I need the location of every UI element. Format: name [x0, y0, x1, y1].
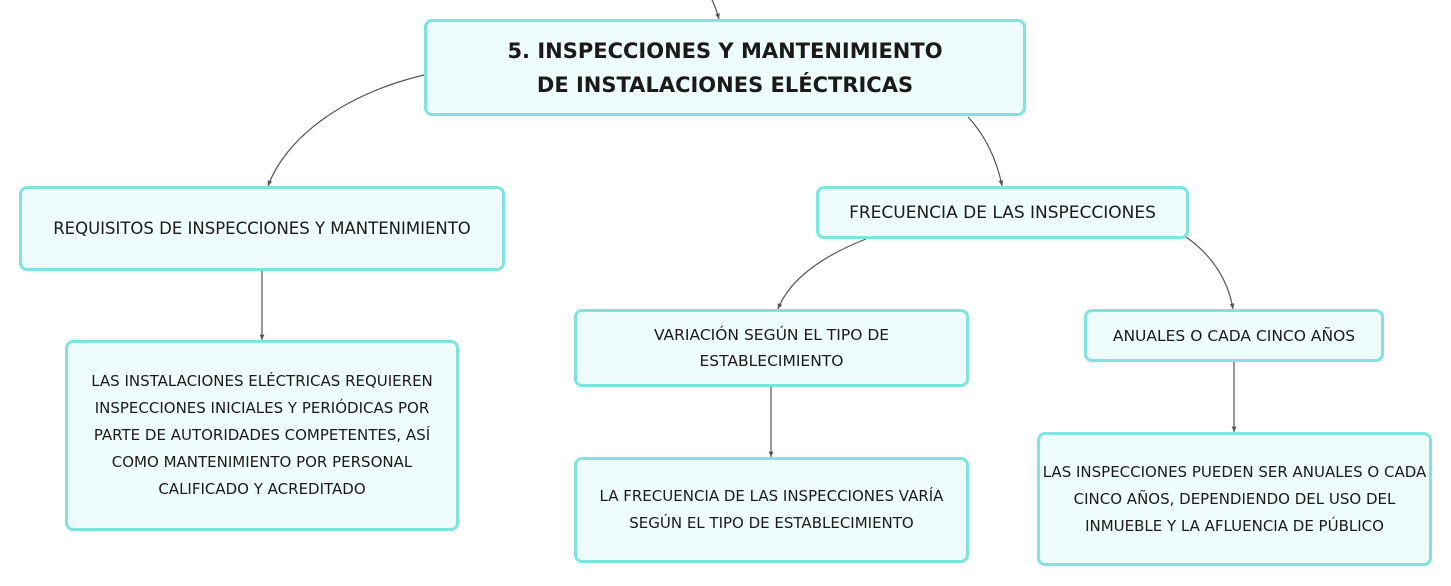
variacion-detail-node[interactable]: LA FRECUENCIA DE LAS INSPECCIONES VARÍA … [574, 457, 969, 563]
requisitos-detail-label: LAS INSTALACIONES ELÉCTRICAS REQUIEREN I… [91, 372, 433, 498]
anuales-detail-label: LAS INSPECCIONES PUEDEN SER ANUALES O CA… [1042, 462, 1427, 535]
anuales-detail-node[interactable]: LAS INSPECCIONES PUEDEN SER ANUALES O CA… [1037, 432, 1432, 566]
requisitos-detail-node[interactable]: LAS INSTALACIONES ELÉCTRICAS REQUIEREN I… [65, 340, 459, 531]
anuales-node[interactable]: ANUALES O CADA CINCO AÑOS [1084, 309, 1384, 362]
connector-parent-root [711, 0, 720, 20]
root-topic-node[interactable]: 5. INSPECCIONES Y MANTENIMIENTO DE INSTA… [424, 19, 1026, 116]
frecuencia-node[interactable]: FRECUENCIA DE LAS INSPECCIONES [816, 186, 1189, 239]
connector-root-frecuencia [967, 116, 1004, 187]
variacion-detail-label: LA FRECUENCIA DE LAS INSPECCIONES VARÍA … [599, 487, 944, 532]
connector-frecuencia-variacion [777, 238, 867, 310]
variacion-label: VARIACIÓN SEGÚN EL TIPO DE ESTABLECIMIEN… [653, 326, 890, 370]
requisitos-node[interactable]: REQUISITOS DE INSPECCIONES Y MANTENIMIEN… [19, 186, 505, 271]
connector-frecuencia-anuales [1185, 236, 1235, 310]
variacion-node[interactable]: VARIACIÓN SEGÚN EL TIPO DE ESTABLECIMIEN… [574, 309, 969, 387]
anuales-label: ANUALES O CADA CINCO AÑOS [1112, 326, 1356, 345]
requisitos-label: REQUISITOS DE INSPECCIONES Y MANTENIMIEN… [53, 218, 471, 238]
connector-root-requisitos [267, 74, 425, 187]
root-topic-label: 5. INSPECCIONES Y MANTENIMIENTO DE INSTA… [507, 38, 943, 97]
frecuencia-label: FRECUENCIA DE LAS INSPECCIONES [849, 202, 1156, 223]
